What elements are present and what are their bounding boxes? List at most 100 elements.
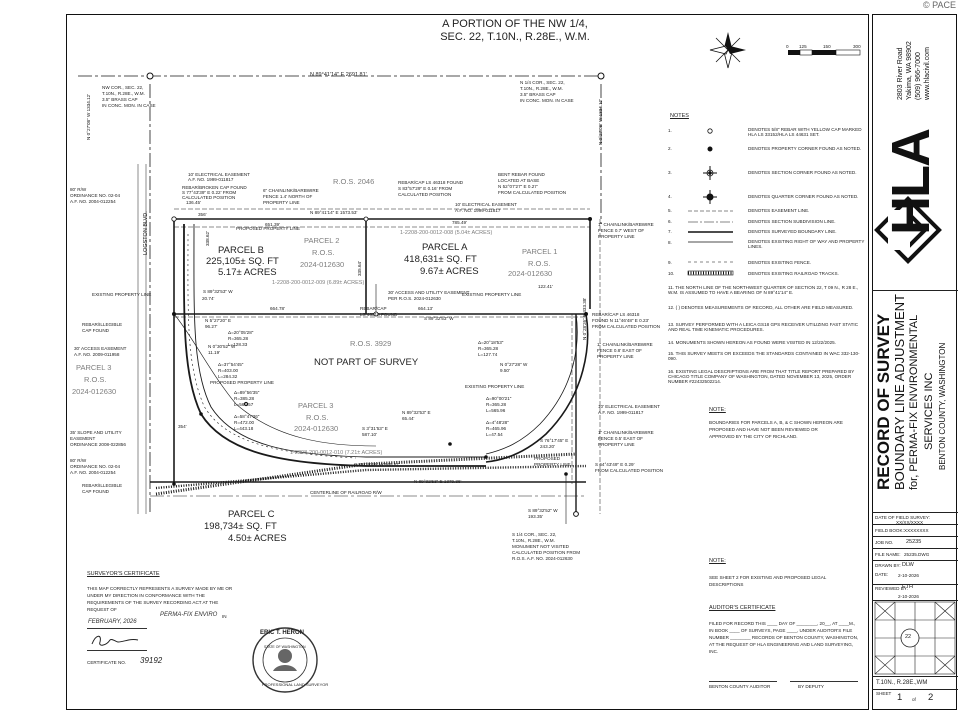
tb-divider-9 [872, 676, 958, 677]
parcel2-title: PARCEL 2 [304, 236, 340, 245]
tb-divider-5 [872, 548, 958, 549]
curve-5c: L=565.57 [234, 402, 254, 407]
scale-150: 150 [823, 44, 831, 49]
curve-2c: L=128.33 [228, 342, 248, 347]
s14-cor-2: T.10N., R.28E., W.M. [512, 538, 555, 543]
rebar-cap-3a: REBAR/CAP LS 46318 [592, 312, 640, 317]
sheet-of: of [912, 697, 916, 702]
rebar-illegible-2a: REBAR/ILLEGIBLE [82, 483, 123, 488]
job-value: 25235 [906, 539, 922, 545]
parcel-a-title: PARCEL A [422, 242, 468, 253]
parcel3-left-num: 2024-012630 [72, 387, 117, 396]
surveyor-text: THIS MAP CORRECTLY REPRESENTS A SURVEY M… [87, 586, 233, 612]
elec-ease-2b: A.F. NO. 1999-011817 [455, 208, 501, 213]
curve-1b: 96.27' [205, 324, 218, 329]
parcel1-ros: R.O.S. [528, 259, 551, 268]
cert-no-label: CERTIFICATE NO. [87, 660, 127, 665]
d-122: 122.41' [538, 284, 553, 289]
note-1-text: DENOTES 5/8" REBAR WITH YELLOW CAP MARKE… [748, 127, 862, 138]
parcel-num-2: 1-2208-200-0012-009 (6.89± ACRES) [272, 280, 365, 286]
chainlink-3c: PROPERTY LINE [597, 354, 634, 359]
company-address-1: 2803 River Road [897, 47, 904, 100]
auditor-sig-label: BENTON COUNTY AUDITOR [709, 684, 771, 689]
d-20-74: 20.74' [202, 296, 215, 301]
surveyor-date-hand: FEBRUARY, 2026 [88, 619, 137, 625]
curve-6c: L=443.18 [234, 426, 254, 431]
field-book-value: XXXXXXXX [904, 528, 929, 533]
parcel-num-3: 1-2208-200-0012-010 (7.21± ACRES) [290, 450, 383, 456]
drawn-value: DLW [902, 562, 914, 568]
surveyor-title: SURVEYOR'S CERTIFICATE [87, 571, 160, 577]
curve-13b: 243.20' [540, 444, 555, 449]
note-10-text: DENOTES EXISTING RAILROAD TRACKS. [748, 271, 839, 276]
elec-ease-1a: 10' ELECTRICAL EASEMENT [188, 172, 250, 177]
curve-10c: L=47.54 [486, 432, 503, 437]
parcel-c-sqft: 198,734± SQ. FT [204, 521, 277, 532]
logston-blvd: LOGSTON BLVD. [143, 211, 149, 255]
note-4-text: DENOTES QUARTER CORNER FOUND AS NOTED. [748, 194, 859, 199]
scale-bar [788, 49, 861, 56]
parcel-b-title: PARCEL B [218, 245, 264, 256]
section-number: 22 [905, 634, 912, 640]
north-arrow-icon [709, 32, 746, 69]
surveyor-signature [91, 635, 139, 646]
note-13: 13. SURVEY PERFORMED WITH A LEICA GS18 G… [668, 322, 859, 333]
notes-title: NOTES [670, 113, 689, 119]
s89-4b: 193.35' [528, 514, 543, 519]
header-line2: SEC. 22, T.10N., R.28E., W.M. [440, 31, 590, 43]
deputy-sig-label: BY DEPUTY [798, 684, 824, 689]
chainlink-3b: FENCE 0.8' EAST OF [597, 348, 642, 353]
curve-6a: Δ=58°47'36" [234, 414, 260, 419]
curve-12b: 587.10' [362, 432, 377, 437]
sheet-number: 1 [897, 692, 903, 703]
rw80-2b: ORDINANCE NO. 02-04 [70, 464, 121, 469]
tb-divider-10 [872, 689, 958, 690]
curve-13a: S 76°17'45" E [540, 438, 569, 443]
title-services: SERVICES INC [923, 372, 935, 450]
curve-11a: N 89°32'53" E [402, 410, 431, 415]
n14-cor-4: IN CONC. MON. IN CASE [520, 98, 574, 103]
d-356: 356' [198, 212, 207, 217]
hla-logo-icon [874, 196, 942, 264]
file-label: FILE NAME: [875, 552, 901, 557]
curve-8b: 9.50' [500, 368, 510, 373]
d-335: 335.64' [357, 261, 362, 276]
curve-5b: R=385.28 [234, 396, 255, 401]
d-136: 136.45' [186, 200, 201, 205]
proposed-pl-3a: PROPOSED [534, 456, 561, 461]
field-book-label: FIELD BOOK: [875, 528, 904, 533]
curve-8a: N 0°27'28" W [500, 362, 528, 367]
seal-name: ERIC T. HERON [260, 630, 305, 636]
title-block [872, 14, 957, 710]
file-value: 25235.DWG [904, 552, 930, 557]
curve-9c: L=565.96 [486, 408, 506, 413]
rebar-cap-3c: FROM CALCULATED POSITION [592, 324, 661, 329]
title-for: for, PERMA-FIX ENVIRONMENTAL [908, 314, 920, 490]
d-664b: 664.13' [418, 306, 433, 311]
n0-line: N 0°28'26" E 333.38' [582, 297, 587, 340]
hla-logo-text: HLA [881, 130, 941, 235]
note-7-text: DENOTES SURVEYED BOUNDARY LINE. [748, 229, 837, 234]
date-field-label: DATE OF FIELD SURVEY: [875, 515, 930, 520]
rebar-broken-3: CALCULATED POSITION [182, 195, 236, 200]
n14-cor-3: 3.5" BRASS CAP [520, 92, 556, 97]
s14-cor-1: S 1/4 COR., SEC. 22, [512, 532, 557, 537]
access-30b: PER R.O.S. 2024-012630 [388, 296, 441, 301]
curve-7a: Δ=20°18'53" [478, 340, 504, 345]
date-line [87, 628, 147, 629]
north-arrow-scale [709, 32, 861, 69]
auditor-sign-line [709, 681, 777, 682]
existing-pl-3: EXISTING PROPERTY LINE [465, 384, 525, 389]
north-line-bearing: N 89°41'14" E 2691.81' [310, 72, 367, 78]
bent-rebar-2: LOCATED AT BASE [498, 178, 540, 183]
parcel-b-acres: 5.17± ACRES [218, 267, 277, 278]
rebar-illegible-2b: CAP FOUND [82, 489, 109, 494]
d-785: 785.49' [452, 220, 467, 225]
surveyor-request-hand: PERMA-FIX ENVIRO [160, 612, 218, 618]
n-line-mid: N 89°41'14" E 1573.53' [310, 210, 358, 215]
note-5-text: DENOTES EASEMENT LINE. [748, 208, 810, 213]
seal-state: STATE OF WASHINGTON [264, 645, 306, 649]
section-locator-grid [874, 601, 956, 675]
note-7-num: 7. [668, 229, 672, 234]
elec-ease-3b: A.F. NO. 1999-011817 [598, 410, 644, 415]
